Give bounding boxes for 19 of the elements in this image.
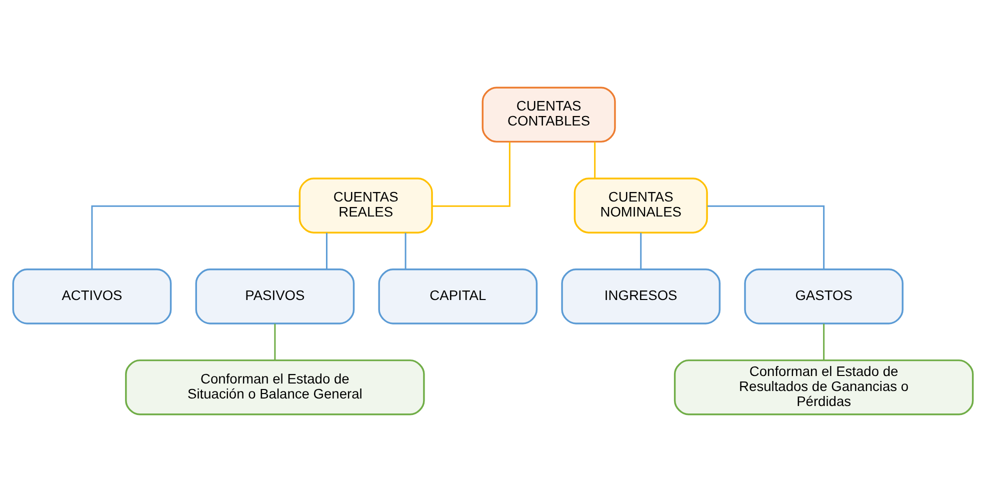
node-box: CAPITAL [378,268,538,324]
node-box: CUENTAS CONTABLES [482,86,616,142]
connector [640,232,642,269]
node-box: ACTIVOS [12,268,172,324]
node-box: CUENTAS REALES [298,177,433,233]
node-box: CUENTAS NOMINALES [574,177,708,233]
connector [594,141,596,178]
node-box: PASIVOS [195,268,355,324]
node-box: INGRESOS [561,268,721,324]
connector [404,232,406,269]
node-box: Conforman el Estado de Resultados de Ganancias o Pérdidas [674,358,974,415]
connector [707,204,825,269]
connector [326,232,328,269]
node-box: Conforman el Estado de Situación o Balance General [125,358,425,415]
connector [91,204,300,269]
node-box: GASTOS [744,268,904,324]
connector [432,142,510,206]
connector [274,323,276,360]
connector [823,323,825,360]
